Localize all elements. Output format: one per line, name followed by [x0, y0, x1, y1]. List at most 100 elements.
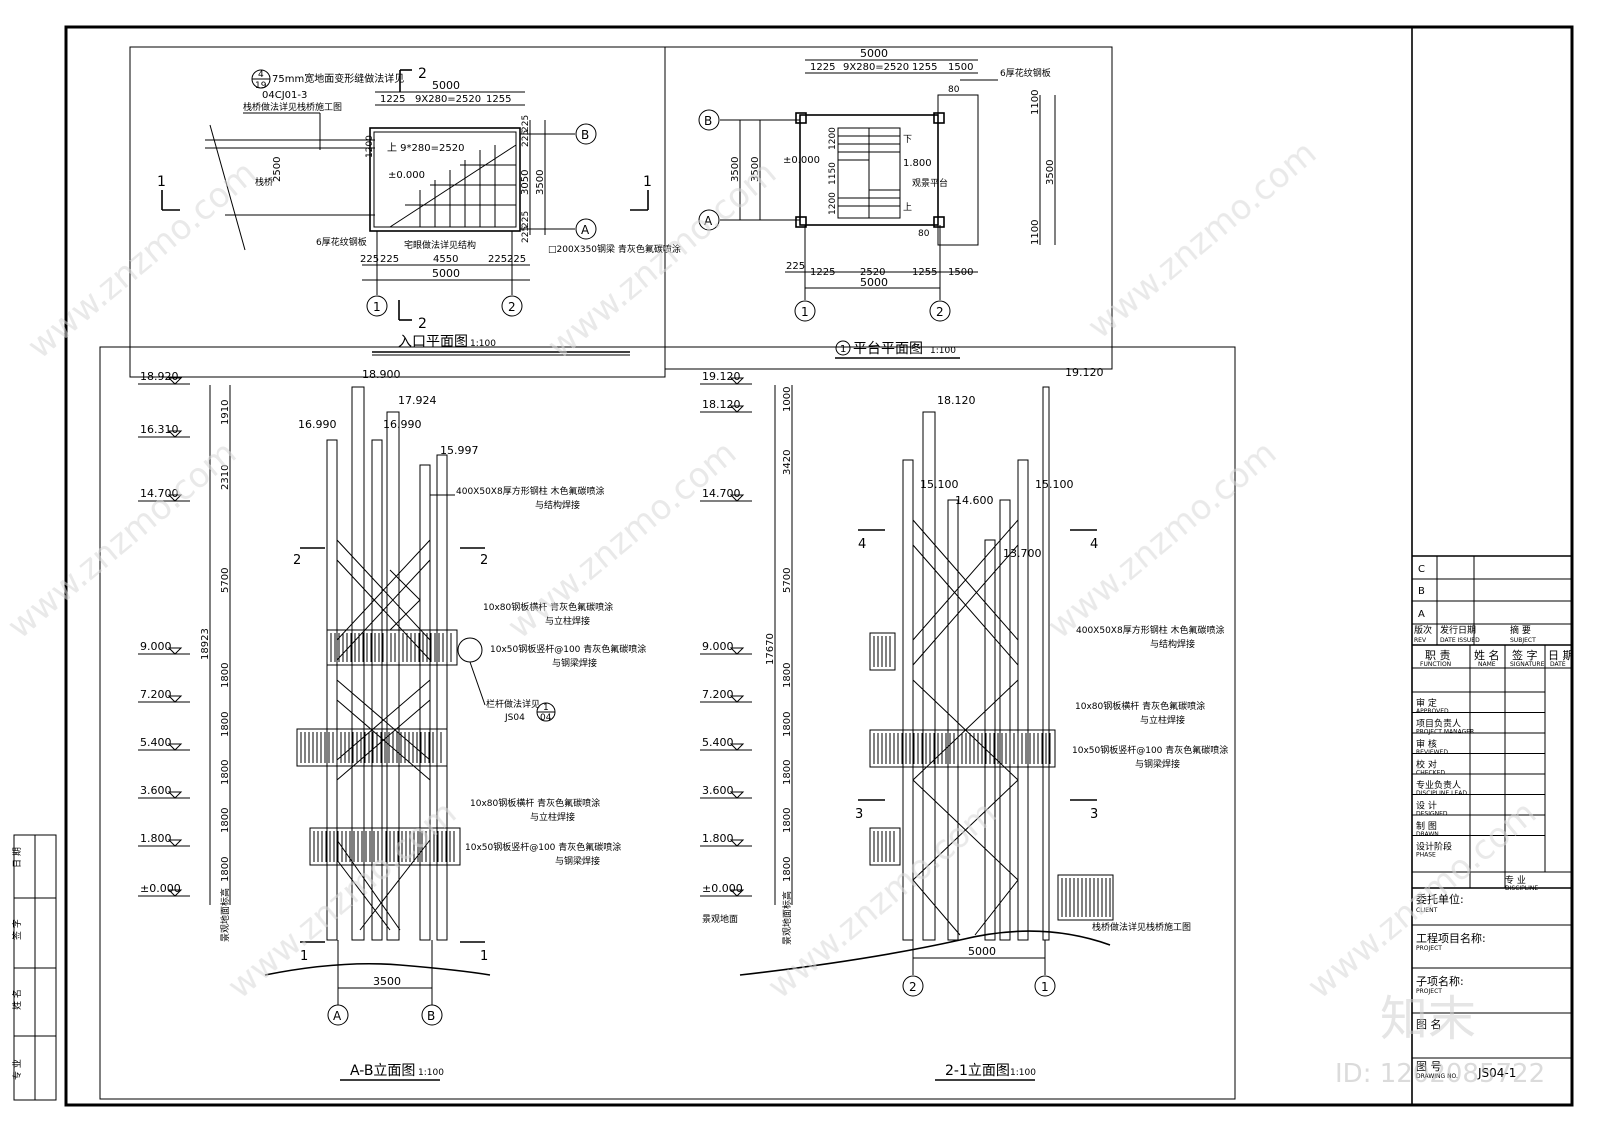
beam-label: □200X350钢梁 青灰色氟碳喷涂 — [548, 243, 681, 255]
ab-axis-A: A — [333, 1009, 342, 1023]
ab-dim-6: 1800 — [220, 808, 231, 833]
pp-dim-d: 1500 — [948, 62, 973, 73]
ab-detail-top: 1 — [543, 703, 549, 713]
section-mark-2-bottom: 2 — [418, 316, 427, 332]
role-en: DRAWN — [1416, 831, 1439, 838]
role-cn: 审 核 — [1416, 738, 1437, 750]
dim-left-2: 2500 — [272, 157, 283, 182]
pp-axis-A-bubble — [698, 209, 720, 231]
pp-axis-2-bubble — [929, 300, 951, 322]
entry-plan-scale: 1:100 — [470, 339, 496, 349]
e21-top-2: 15.100 — [920, 478, 959, 491]
pp-axis-1: 1 — [801, 305, 809, 319]
e21-axis-2-bubble — [902, 975, 924, 997]
ab-note-col-1: 400X50X8厚方形钢柱 木色氟碳喷涂 — [456, 485, 605, 497]
ab-note-rail-1: 10x80钢板横杆 青灰色氟碳喷涂 — [483, 601, 613, 613]
role-en: PROJECT MANAGER — [1416, 729, 1474, 736]
e21-ground-note: 景观地面 — [702, 913, 738, 925]
h-date-en: DATE — [1550, 661, 1566, 668]
ab-note-detail: 栏杆做法详见 — [486, 698, 540, 710]
ab-dim-0: 1910 — [220, 400, 231, 425]
h-sign-en: SIGNATURE — [1510, 661, 1545, 668]
ab-note-bal2-2: 与钢梁焊接 — [555, 855, 600, 867]
e21-balusters — [873, 636, 1111, 917]
pp-inner-2: 1150 — [828, 162, 838, 185]
pp-dim-bottom-3: 2520 — [860, 267, 885, 278]
pp-dim-left-2: 3500 — [750, 157, 761, 182]
dim-bottom-1: 225 — [360, 254, 379, 265]
e21-columns — [902, 386, 1050, 941]
ab-note-bal2-1: 10x50钢板竖杆@100 青灰色氟碳喷涂 — [465, 841, 621, 853]
pp-dim-bottom-5: 1500 — [948, 267, 973, 278]
wm-id: ID: 1202085722 — [1335, 1059, 1545, 1089]
dim-right-2: 225 — [521, 130, 531, 147]
pp-axis-B: B — [704, 114, 712, 128]
rev-c: C — [1418, 564, 1425, 575]
e21-level-markers: 19.120 18.120 14.700 9.000 7.200 5.400 3… — [700, 370, 752, 897]
e21-note-rail-2: 与立柱焊接 — [1140, 714, 1185, 726]
h-name-en: NAME — [1478, 661, 1496, 668]
level-zero: ±0.000 — [388, 170, 425, 181]
plate-label: 6厚花纹钢板 — [316, 236, 367, 248]
axis-B-label: B — [581, 128, 589, 142]
dim-bottom-5: 225 — [507, 254, 526, 265]
wm-site-7: www.znzmo.com — [220, 793, 464, 1007]
dim-b: 9X280=2520 — [415, 94, 481, 105]
drawing-no-en: DRAWING NO. — [1416, 1073, 1458, 1080]
pp-dim-bottom-4: 1255 — [912, 267, 937, 278]
client-cn: 委托单位: — [1416, 892, 1464, 906]
role-cn: 设计阶段 — [1416, 841, 1452, 853]
ab-level-2: 14.700 — [140, 487, 179, 500]
role-en: PHASE — [1416, 852, 1436, 859]
ab-dim-1: 2310 — [220, 465, 231, 490]
dim-right-3: 3050 — [520, 170, 531, 195]
e21-dim-total: 17670 — [765, 633, 776, 665]
ab-detail-callout — [457, 637, 483, 663]
e21-level-3: 9.000 — [702, 640, 734, 653]
axis-2-bubble — [501, 295, 523, 317]
e21-level-0: 19.120 — [702, 370, 741, 383]
cut-1-left: 1 — [157, 174, 166, 190]
dim-right-1: 225 — [521, 115, 531, 132]
ab-top-4: 15.997 — [440, 444, 479, 457]
e21-axis-1-bubble — [1034, 975, 1056, 997]
role-cn: 设 计 — [1416, 800, 1437, 812]
e21-axis-1: 1 — [1041, 980, 1049, 994]
role-cn: 校 对 — [1416, 759, 1437, 771]
ab-platforms — [296, 629, 461, 866]
pp-axis-A: A — [704, 214, 713, 228]
h-function: 职 责 — [1425, 649, 1451, 662]
pp-inner-1: 1200 — [828, 127, 838, 150]
platform-plan: 5000 1225 9X280=2520 1255 1500 6厚花纹钢板 下 … — [664, 46, 1113, 370]
elevation-ab: 18.920 16.310 14.700 9.000 7.200 5.400 3… — [138, 368, 646, 1081]
e21-note-bal-1: 10x50钢板竖杆@100 青灰色氟碳喷涂 — [1072, 744, 1228, 756]
e21-dim-5: 1800 — [782, 760, 793, 785]
e21-bridge-note: 栈桥做法详见栈桥施工图 — [1092, 921, 1191, 933]
h-sign: 签 字 — [1512, 648, 1538, 662]
e21-dim-4: 1800 — [782, 712, 793, 737]
role-en: CHECKED — [1416, 770, 1445, 777]
role-en: REVIEWED — [1416, 749, 1448, 756]
pp-dim-right-2: 3500 — [1045, 160, 1056, 185]
dim-right-6: 225 — [521, 226, 531, 243]
wm-site-5: www.znzmo.com — [500, 433, 744, 647]
wm-logo: 知末 — [1380, 991, 1476, 1047]
drawing-no-cn: 图 号 — [1416, 1060, 1442, 1073]
ab-balusters — [300, 633, 455, 862]
rev-col-3: 摘 要 — [1510, 624, 1531, 636]
e21-note-col-2: 与结构焊接 — [1150, 638, 1195, 650]
e21-level-5: 5.400 — [702, 736, 734, 749]
e21-platforms — [869, 632, 1114, 921]
ab-level-7: 1.800 — [140, 832, 172, 845]
e21-level-6: 3.600 — [702, 784, 734, 797]
pp-80-bottom: 80 — [918, 229, 930, 239]
pp-axis-2: 2 — [936, 305, 944, 319]
e21-section-3-left: 3 — [855, 807, 863, 822]
project-cn: 工程项目名称: — [1416, 931, 1486, 945]
ab-dim-2: 5700 — [220, 568, 231, 593]
e21-level-2: 14.700 — [702, 487, 741, 500]
ab-section-1-right: 1 — [480, 949, 488, 964]
rev-col-1-en: REV — [1414, 637, 1427, 644]
ab-detail-bottom: 04 — [540, 713, 552, 723]
